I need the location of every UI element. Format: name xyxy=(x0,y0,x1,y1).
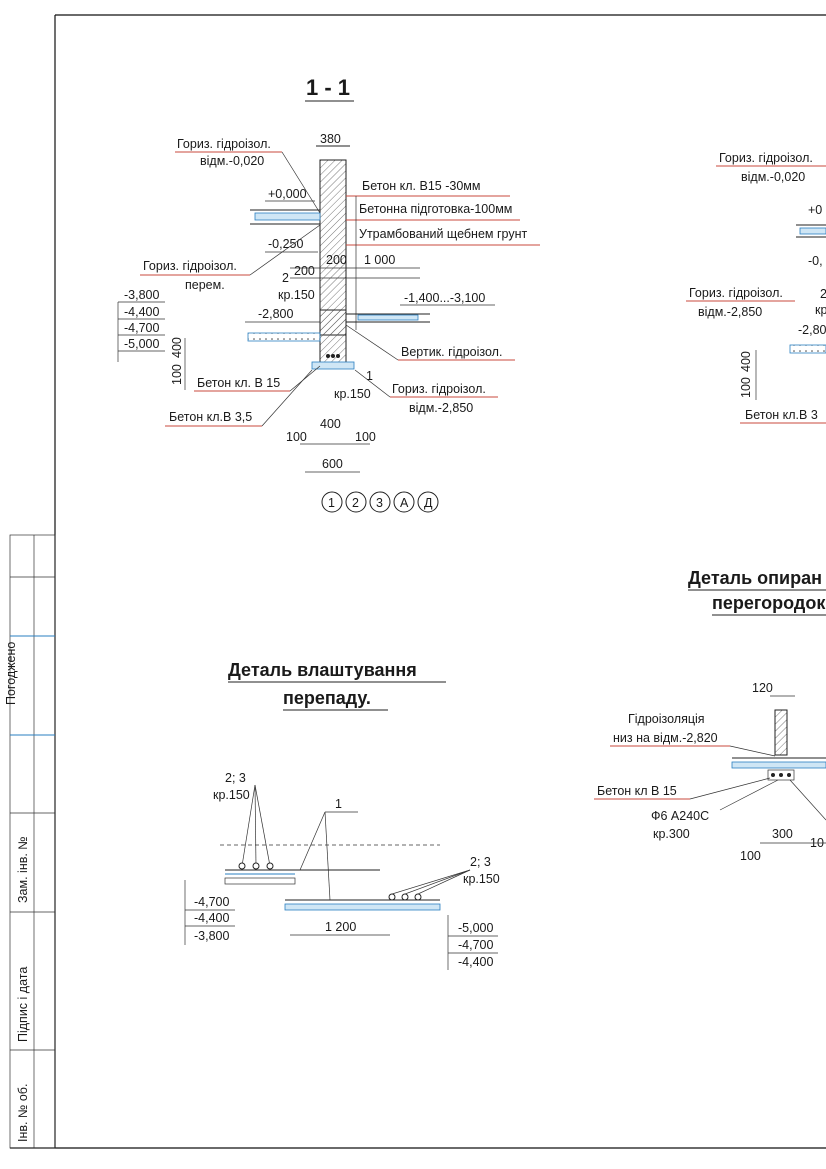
floor-slab xyxy=(254,212,321,221)
num-2: 2 xyxy=(282,271,289,285)
drop-left-level: -4,400 xyxy=(194,911,229,925)
num-1000: 1 000 xyxy=(364,253,395,267)
support-d300: 300 xyxy=(772,827,793,841)
drop-kr150: кр.150 xyxy=(213,788,250,802)
dim-400-bottom: 400 xyxy=(320,417,341,431)
right-horiz2-b: відм.-2,850 xyxy=(698,305,762,319)
horiz-izol-1-a: Гориз. гідроізол. xyxy=(177,137,271,151)
dim-600: 600 xyxy=(322,457,343,471)
horiz-izol-3-b: відм.-2,850 xyxy=(409,401,473,415)
right-m0: -0, xyxy=(808,254,823,268)
right-d400: 400 xyxy=(739,351,753,372)
right-beton: Бетон кл.В 3 xyxy=(745,408,818,422)
dim-100-right: 100 xyxy=(355,430,376,444)
dim-100-left: 100 xyxy=(286,430,307,444)
axis-label: 2 xyxy=(352,496,359,510)
right-horiz-b: відм.-0,020 xyxy=(741,170,805,184)
level-m5000: -5,000 xyxy=(124,337,159,351)
detail-drop-title-1: Деталь влаштування xyxy=(228,660,417,680)
kr-150-b: кр.150 xyxy=(334,387,371,401)
axis-marker: Д xyxy=(417,491,439,513)
stamp-zam-inv: Зам. інв. № xyxy=(16,836,30,903)
support-gidro-b: низ на відм.-2,820 xyxy=(613,731,718,745)
level-plus-0000: +0,000 xyxy=(268,187,307,201)
axis-label: 3 xyxy=(376,496,383,510)
horiz-izol-3-a: Гориз. гідроізол. xyxy=(392,382,486,396)
drop-left-level: -4,700 xyxy=(194,895,229,909)
foundation-pad xyxy=(311,361,355,370)
level-m4400: -4,400 xyxy=(124,305,159,319)
axis-markers: 1 2 3 А Д xyxy=(321,491,439,513)
dim-100: 100 xyxy=(170,364,184,385)
partition-wall xyxy=(774,709,788,756)
drop-n1: 1 xyxy=(335,797,342,811)
drop-dim-1200: 1 200 xyxy=(325,920,356,934)
kr-150-a: кр.150 xyxy=(278,288,315,302)
num-200-b: 200 xyxy=(326,253,347,267)
sheet-frame xyxy=(9,14,826,1149)
axis-label: А xyxy=(400,496,409,510)
axis-label: Д xyxy=(424,496,433,510)
section-1-1: 1 - 1 380 Гориз. гідроізол. відм.-0,020 … xyxy=(117,75,540,473)
drop-r23: 2; 3 xyxy=(470,855,491,869)
axis-marker: А xyxy=(393,491,415,513)
right-horiz2-a: Гориз. гідроізол. xyxy=(689,286,783,300)
drop-l23: 2; 3 xyxy=(225,771,246,785)
beton-b35: Бетон кл.В 3,5 xyxy=(169,410,252,424)
num-1: 1 xyxy=(366,369,373,383)
support-title-1: Деталь опиран xyxy=(688,568,822,588)
level-m0250: -0,250 xyxy=(268,237,303,251)
axis-marker: 1 xyxy=(321,491,343,513)
detail-drop: Деталь влаштування перепаду. 2; 3 кр.150… xyxy=(184,660,500,970)
dim-400: 400 xyxy=(170,337,184,358)
beton-b15-2: Бетон кл. В 15 xyxy=(197,376,280,390)
support-f6: Ф6 А240С xyxy=(651,809,709,823)
right-plus: +0 xyxy=(808,203,822,217)
axis-marker: 3 xyxy=(369,491,391,513)
stamp-inv-ob: Інв. № об. xyxy=(16,1084,30,1142)
vertik-izol: Вертик. гідроізол. xyxy=(401,345,502,359)
stamp-labels: Погоджено Зам. інв. № Підпис і дата Інв.… xyxy=(4,642,30,1142)
right-m28: -2,80 xyxy=(798,323,826,337)
support-d120: 120 xyxy=(752,681,773,695)
right-d100: 100 xyxy=(739,377,753,398)
right-n2: 2 xyxy=(820,287,826,301)
section-title: 1 - 1 xyxy=(306,75,350,100)
level-m2800: -2,800 xyxy=(258,307,293,321)
base-prep xyxy=(247,332,321,342)
stamp-pogodzheno: Погоджено xyxy=(4,642,18,705)
drop-left-level: -3,800 xyxy=(194,929,229,943)
drop-right-level: -4,400 xyxy=(458,955,493,969)
level-m3800: -3,800 xyxy=(124,288,159,302)
stamp-pidpys: Підпис і дата xyxy=(16,967,30,1042)
support-kr300: кр.300 xyxy=(653,827,690,841)
support-title-2: перегородок xyxy=(712,593,826,613)
level-m4700: -4,700 xyxy=(124,321,159,335)
ground-slab xyxy=(357,314,419,321)
support-d100a: 100 xyxy=(740,849,761,863)
beton-pidgotovka-label: Бетонна підготовка-100мм xyxy=(359,202,512,216)
axis-label: 1 xyxy=(328,496,335,510)
dim-380: 380 xyxy=(320,132,341,146)
support-gidro-a: Гідроізоляція xyxy=(628,712,705,726)
drop-right-level: -4,700 xyxy=(458,938,493,952)
detail-support: Деталь опиран перегородок 120 Гідроізоля… xyxy=(594,568,826,863)
detail-drop-title-2: перепаду. xyxy=(283,688,371,708)
axis-marker: 2 xyxy=(345,491,367,513)
num-200-a: 200 xyxy=(294,264,315,278)
drop-rkr150: кр.150 xyxy=(463,872,500,886)
right-section: Гориз. гідроізол. відм.-0,020 +0 -0, Гор… xyxy=(686,151,826,424)
support-beton: Бетон кл В 15 xyxy=(597,784,677,798)
drop-right-level: -5,000 xyxy=(458,921,493,935)
range-1400-3100: -1,400...-3,100 xyxy=(404,291,485,305)
horiz-izol-2-b: перем. xyxy=(185,278,225,292)
beton-b15-label: Бетон кл. В15 -30мм xyxy=(362,179,480,193)
horiz-izol-2-a: Гориз. гідроізол. xyxy=(143,259,237,273)
right-horiz-a: Гориз. гідроізол. xyxy=(719,151,813,165)
utrambovanyi-label: Утрамбований щебнем грунт xyxy=(359,227,527,241)
right-kr: кр xyxy=(815,303,826,317)
horiz-izol-1-b: відм.-0,020 xyxy=(200,154,264,168)
wall xyxy=(319,159,347,336)
